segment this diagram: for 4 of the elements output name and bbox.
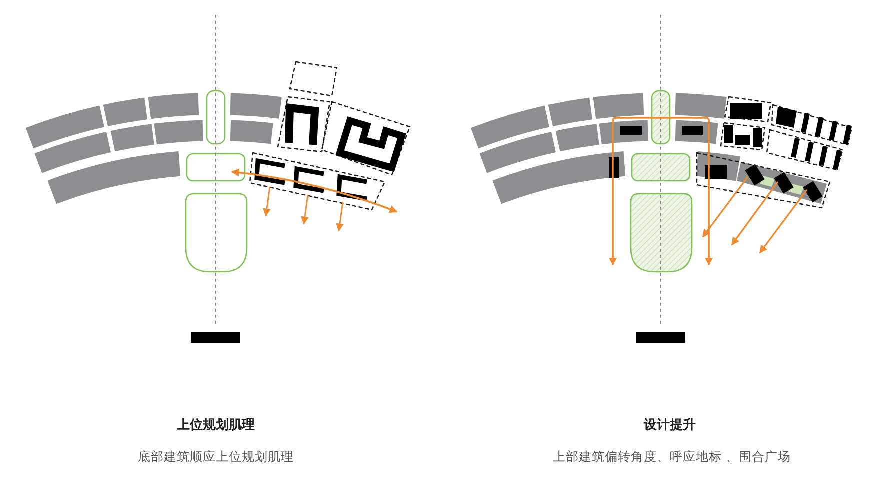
panel-caption: 上部建筑偏转角度、呼应地标 、围合广场	[553, 448, 791, 466]
panel-caption: 底部建筑顺应上位规划肌理	[138, 448, 294, 466]
panel-heading: 上位规划肌理	[177, 417, 255, 435]
panel-heading: 设计提升	[644, 417, 696, 435]
